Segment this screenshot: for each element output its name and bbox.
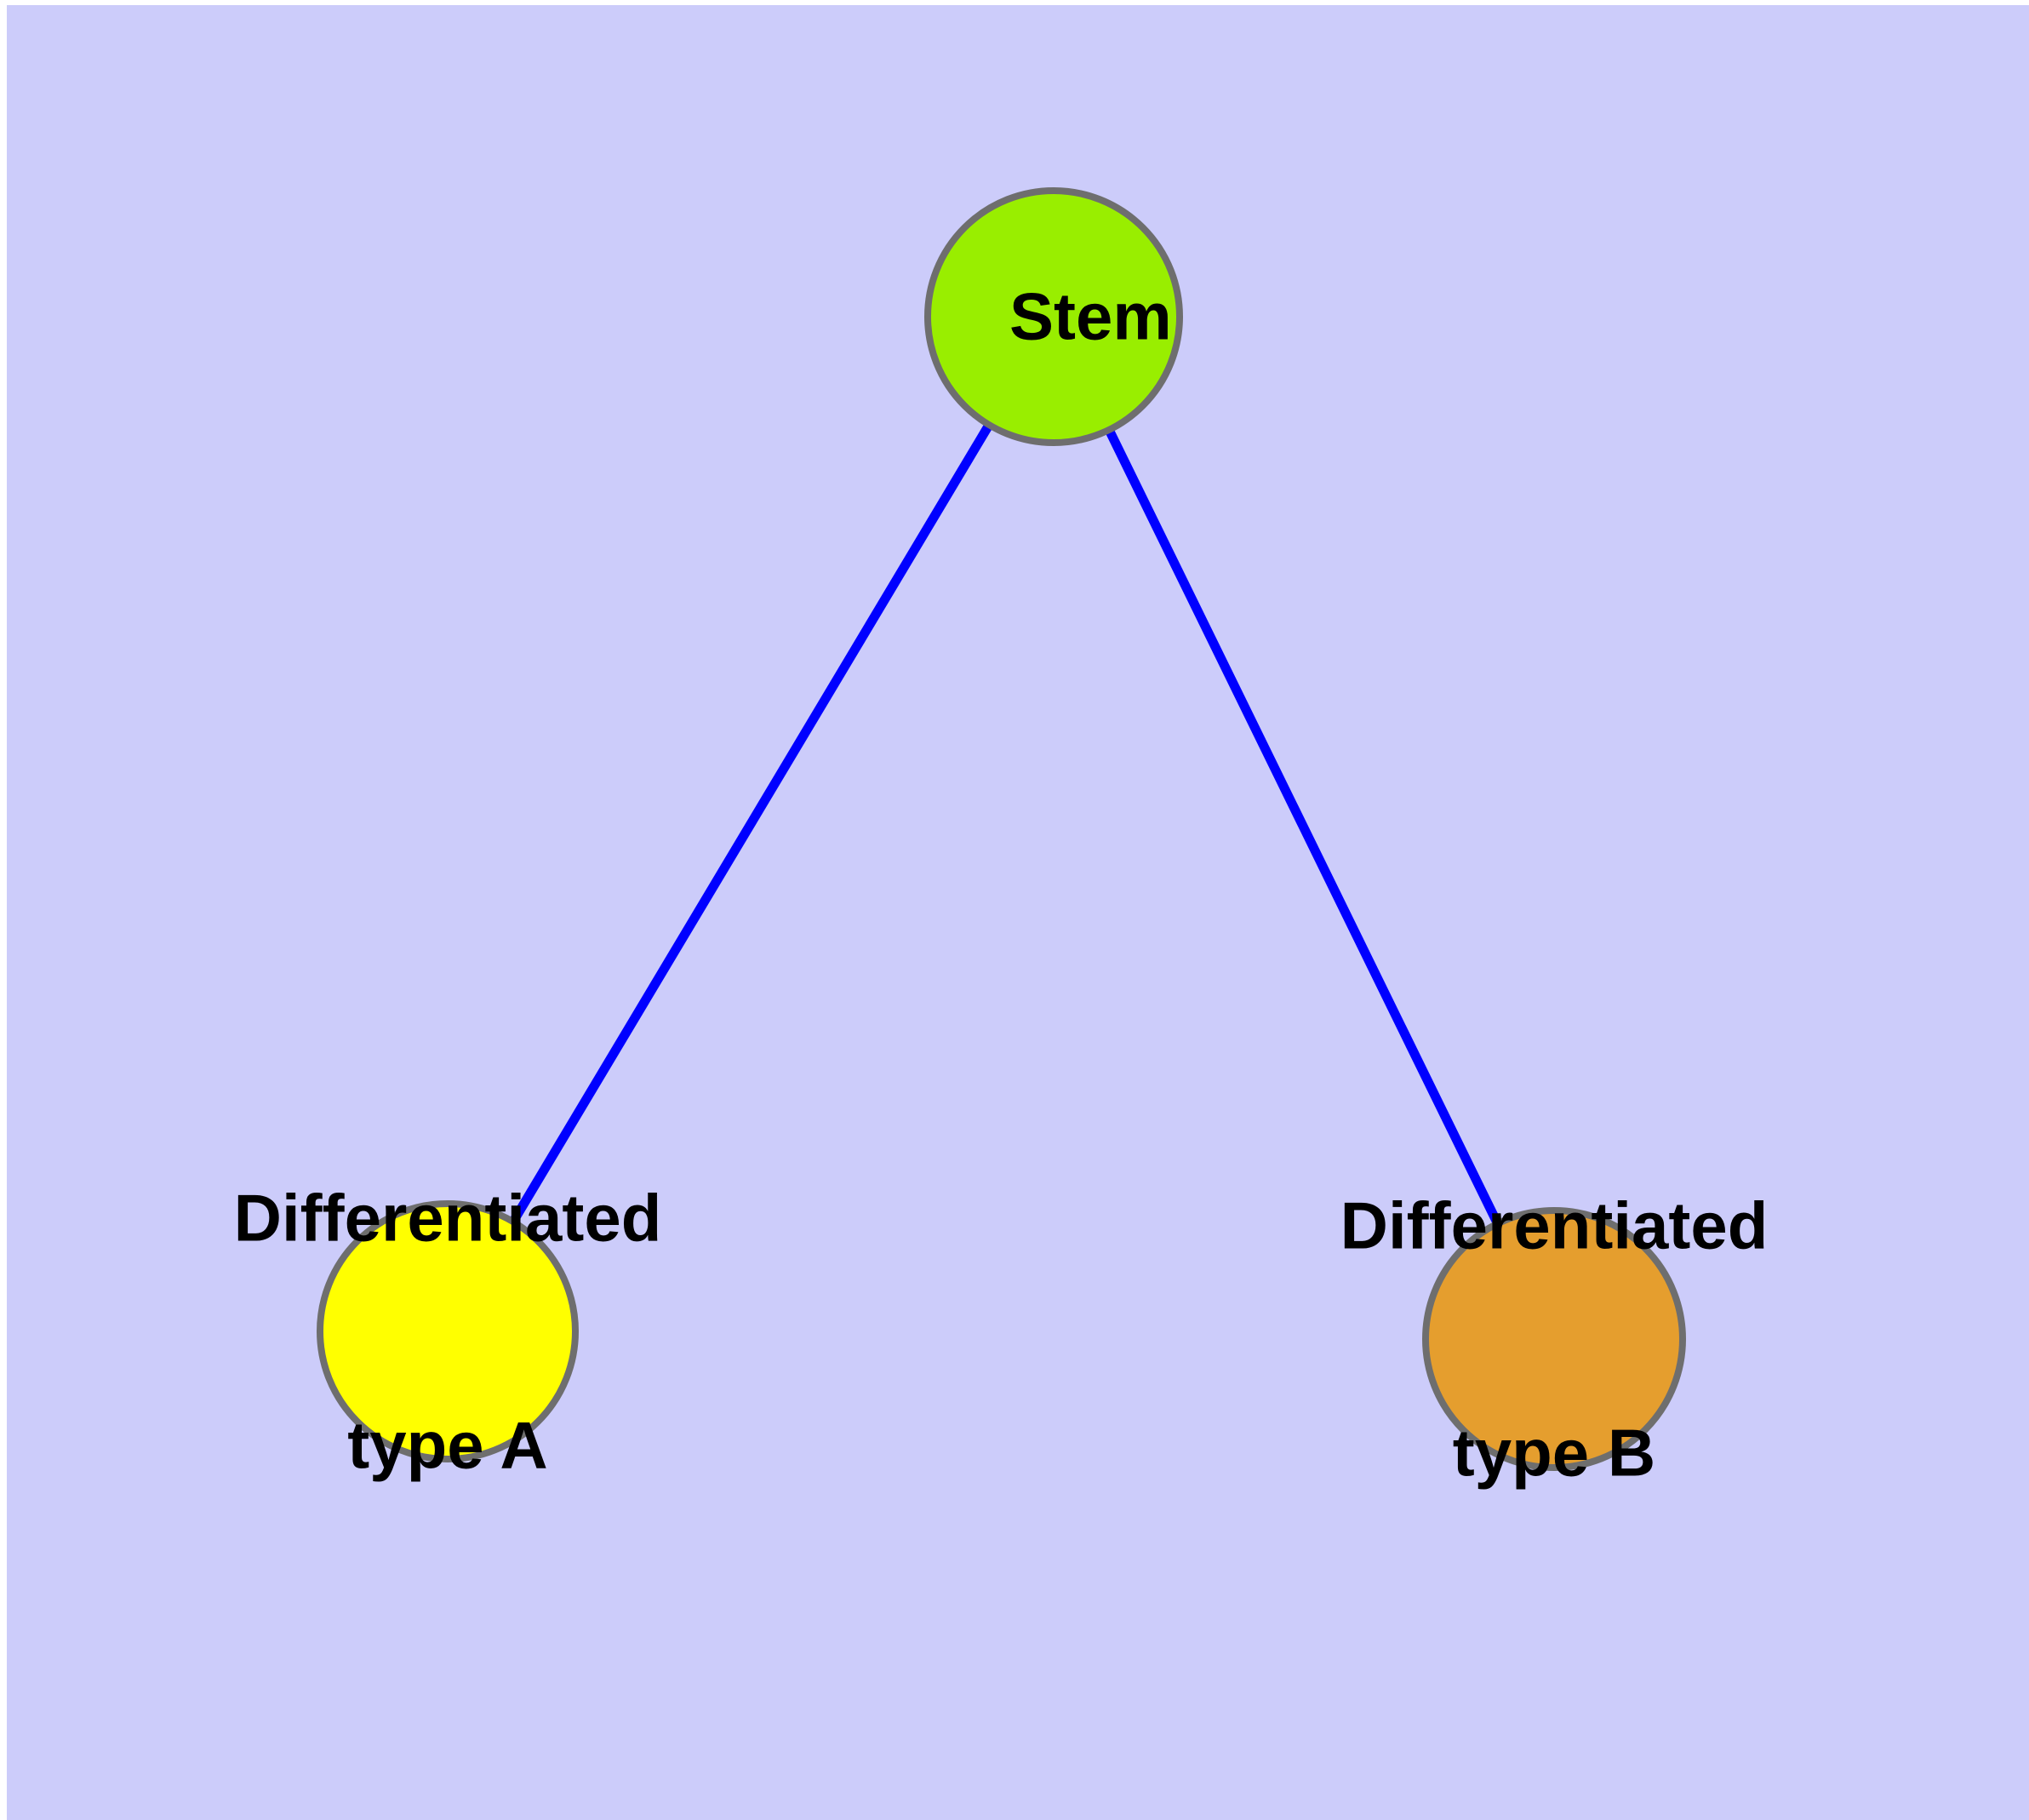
node-differentiated-type-a[interactable] xyxy=(317,1200,579,1462)
node-stem[interactable] xyxy=(924,187,1183,446)
nodes-group xyxy=(317,187,1686,1471)
node-differentiated-type-b[interactable] xyxy=(1422,1207,1686,1471)
edges-group xyxy=(507,419,1504,1229)
edge-stem-to-diff-b xyxy=(1103,424,1504,1229)
edge-stem-to-diff-a xyxy=(507,419,995,1228)
